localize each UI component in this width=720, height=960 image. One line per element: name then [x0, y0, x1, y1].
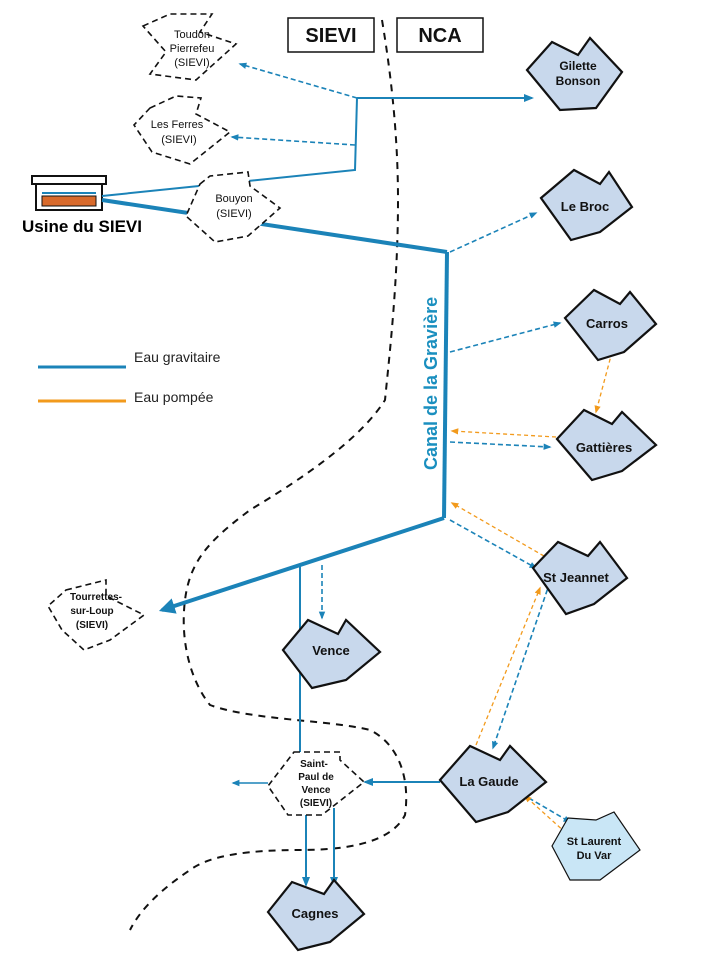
svg-text:Vence: Vence [312, 643, 350, 658]
legend-pumped-label: Eau pompée [134, 389, 214, 405]
sievi-header-label: SIEVI [305, 25, 356, 47]
dashed-line-les-ferres [230, 134, 356, 146]
node-st-jeannet: St Jeannet [531, 540, 629, 616]
svg-text:Tourrettes-: Tourrettes- [70, 592, 122, 603]
svg-text:St Jeannet: St Jeannet [543, 570, 609, 585]
node-les-ferres: Les Ferres (SIEVI) [132, 95, 232, 165]
svg-text:(SIEVI): (SIEVI) [300, 798, 332, 809]
territory-border [129, 19, 408, 931]
pumped-line-st-laurent-la-gaude [523, 794, 567, 834]
node-gilette-bonson: Gilette Bonson [525, 36, 624, 112]
node-la-gaude: La Gaude [438, 744, 548, 824]
node-saint-paul-de-vence: Saint- Paul de Vence (SIEVI) [267, 751, 366, 816]
canal-label: Canal de la Gravière [421, 297, 441, 470]
nca-header-label: NCA [418, 25, 461, 47]
legend-gravity-label: Eau gravitaire [134, 349, 221, 365]
svg-text:Carros: Carros [586, 316, 628, 331]
svg-text:Bouyon: Bouyon [215, 193, 252, 205]
pumped-line-la-gaude-st-jeannet [475, 586, 541, 746]
dashed-line-le-broc [449, 212, 538, 253]
node-st-laurent-du-var: St Laurent Du Var [551, 811, 641, 881]
node-tourrettes-sur-loup: Tourrettes- sur-Loup (SIEVI) [46, 578, 146, 651]
svg-text:St Laurent: St Laurent [567, 836, 622, 848]
svg-text:Vence: Vence [302, 785, 331, 796]
node-vence: Vence [281, 618, 382, 690]
svg-text:Toudon: Toudon [174, 29, 210, 41]
svg-text:Du Var: Du Var [577, 850, 613, 862]
node-bouyon: Bouyon (SIEVI) [185, 171, 282, 243]
node-cagnes: Cagnes [266, 878, 366, 952]
gravity-line-north [101, 97, 358, 197]
svg-text:(SIEVI): (SIEVI) [161, 134, 196, 146]
svg-text:(SIEVI): (SIEVI) [174, 57, 209, 69]
canal-line [442, 251, 449, 519]
node-le-broc: Le Broc [539, 168, 634, 242]
svg-text:Paul de: Paul de [298, 772, 334, 783]
svg-text:Le Broc: Le Broc [561, 199, 609, 214]
svg-text:Les Ferres: Les Ferres [151, 119, 204, 131]
svg-text:Bonson: Bonson [556, 74, 601, 88]
plant-label: Usine du SIEVI [22, 217, 142, 236]
svg-text:Saint-: Saint- [300, 759, 328, 770]
node-toudon-pierrefeu: Toudon Pierrefeu (SIEVI) [141, 13, 238, 81]
svg-text:Gattières: Gattières [576, 440, 632, 455]
dashed-line-toudon [238, 62, 358, 99]
svg-text:Gilette: Gilette [559, 59, 597, 73]
dashed-line-carros [449, 321, 562, 353]
dashed-line-la-gaude [492, 581, 551, 750]
svg-text:(SIEVI): (SIEVI) [216, 208, 251, 220]
svg-text:sur-Loup: sur-Loup [70, 606, 113, 617]
plant-icon [31, 175, 107, 211]
svg-text:(SIEVI): (SIEVI) [76, 620, 108, 631]
dashed-line-gattieres [449, 441, 552, 450]
svg-text:Pierrefeu: Pierrefeu [170, 43, 215, 55]
node-gattieres: Gattières [555, 408, 658, 482]
main-gravity-line [101, 198, 448, 254]
dashed-line-st-jeannet [449, 519, 538, 569]
nca-header-box: NCA [396, 17, 484, 53]
pumped-line-st-jeannet-canal [450, 502, 545, 557]
pumped-line-gattieres-canal [450, 428, 557, 438]
svg-text:Cagnes: Cagnes [292, 906, 339, 921]
node-carros: Carros [563, 288, 658, 362]
pumped-line-gattieres-carros [594, 351, 613, 414]
svg-text:La Gaude: La Gaude [459, 774, 518, 789]
sievi-header-box: SIEVI [287, 17, 375, 53]
gravity-line-tourrettes [158, 516, 445, 614]
